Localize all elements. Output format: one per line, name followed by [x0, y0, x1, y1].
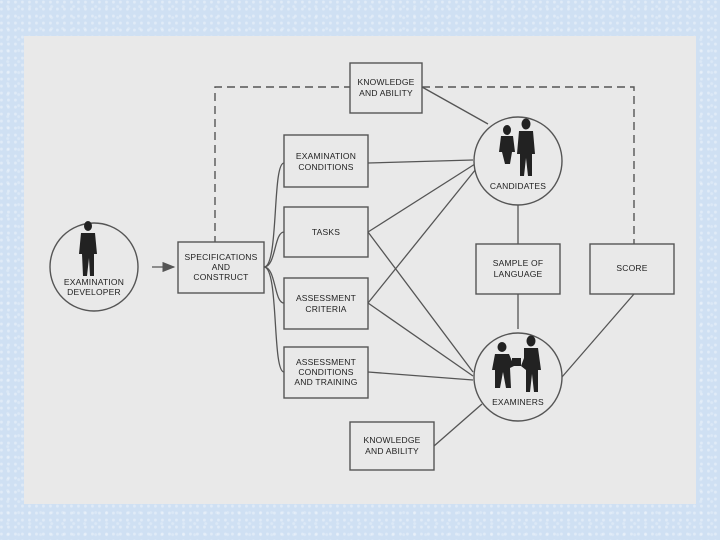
exam-conditions-line1: EXAMINATION — [296, 151, 356, 161]
examiners-label: EXAMINERS — [492, 397, 544, 407]
sample-language-line2: LANGUAGE — [494, 269, 543, 279]
assessment-conditions-line1: ASSESSMENT — [296, 357, 356, 367]
examination-developer-circle: EXAMINATION DEVELOPER — [49, 221, 139, 312]
sample-language-line1: SAMPLE OF — [493, 258, 543, 268]
knowledge-bottom-line2: AND ABILITY — [365, 446, 419, 456]
tasks-label: TASKS — [312, 227, 340, 237]
knowledge-ability-bottom-box: KNOWLEDGE AND ABILITY — [349, 421, 435, 471]
examiners-circle: EXAMINERS — [473, 332, 563, 422]
score-label: SCORE — [616, 263, 647, 273]
knowledge-top-line2: AND ABILITY — [359, 88, 413, 98]
two-people-talking-icon — [492, 335, 541, 392]
dashed-feedback-line — [214, 86, 635, 244]
tasks-box: TASKS — [283, 206, 369, 258]
developer-label-line2: DEVELOPER — [67, 287, 121, 297]
connector-lines — [152, 86, 635, 447]
score-box: SCORE — [589, 243, 675, 295]
assessment-criteria-line2: CRITERIA — [305, 304, 346, 314]
exam-conditions-line2: CONDITIONS — [298, 162, 353, 172]
candidates-circle: CANDIDATES — [473, 116, 563, 206]
assessment-conditions-training-box: ASSESSMENT CONDITIONS AND TRAINING — [283, 346, 369, 399]
specifications-line3: CONSTRUCT — [193, 272, 248, 282]
developer-label-line1: EXAMINATION — [64, 277, 124, 287]
specifications-line1: SPECIFICATIONS — [184, 252, 257, 262]
sample-of-language-box: SAMPLE OF LANGUAGE — [475, 243, 561, 295]
candidates-label: CANDIDATES — [490, 181, 546, 191]
assessment-conditions-line3: AND TRAINING — [294, 377, 357, 387]
two-people-silhouette-icon — [499, 118, 535, 176]
slide: KNOWLEDGE AND ABILITY EXAMINATION CONDIT… — [24, 36, 696, 504]
knowledge-ability-top-box: KNOWLEDGE AND ABILITY — [349, 62, 423, 114]
specifications-line2: AND — [212, 262, 231, 272]
person-silhouette-icon — [79, 221, 97, 276]
specifications-construct-box: SPECIFICATIONS AND CONSTRUCT — [177, 241, 265, 294]
examination-conditions-box: EXAMINATION CONDITIONS — [283, 134, 369, 188]
assessment-conditions-line2: CONDITIONS — [298, 367, 353, 377]
examination-diagram: KNOWLEDGE AND ABILITY EXAMINATION CONDIT… — [49, 62, 675, 471]
assessment-criteria-line1: ASSESSMENT — [296, 293, 356, 303]
knowledge-bottom-line1: KNOWLEDGE — [363, 435, 420, 445]
knowledge-top-line1: KNOWLEDGE — [357, 77, 414, 87]
assessment-criteria-box: ASSESSMENT CRITERIA — [283, 277, 369, 330]
